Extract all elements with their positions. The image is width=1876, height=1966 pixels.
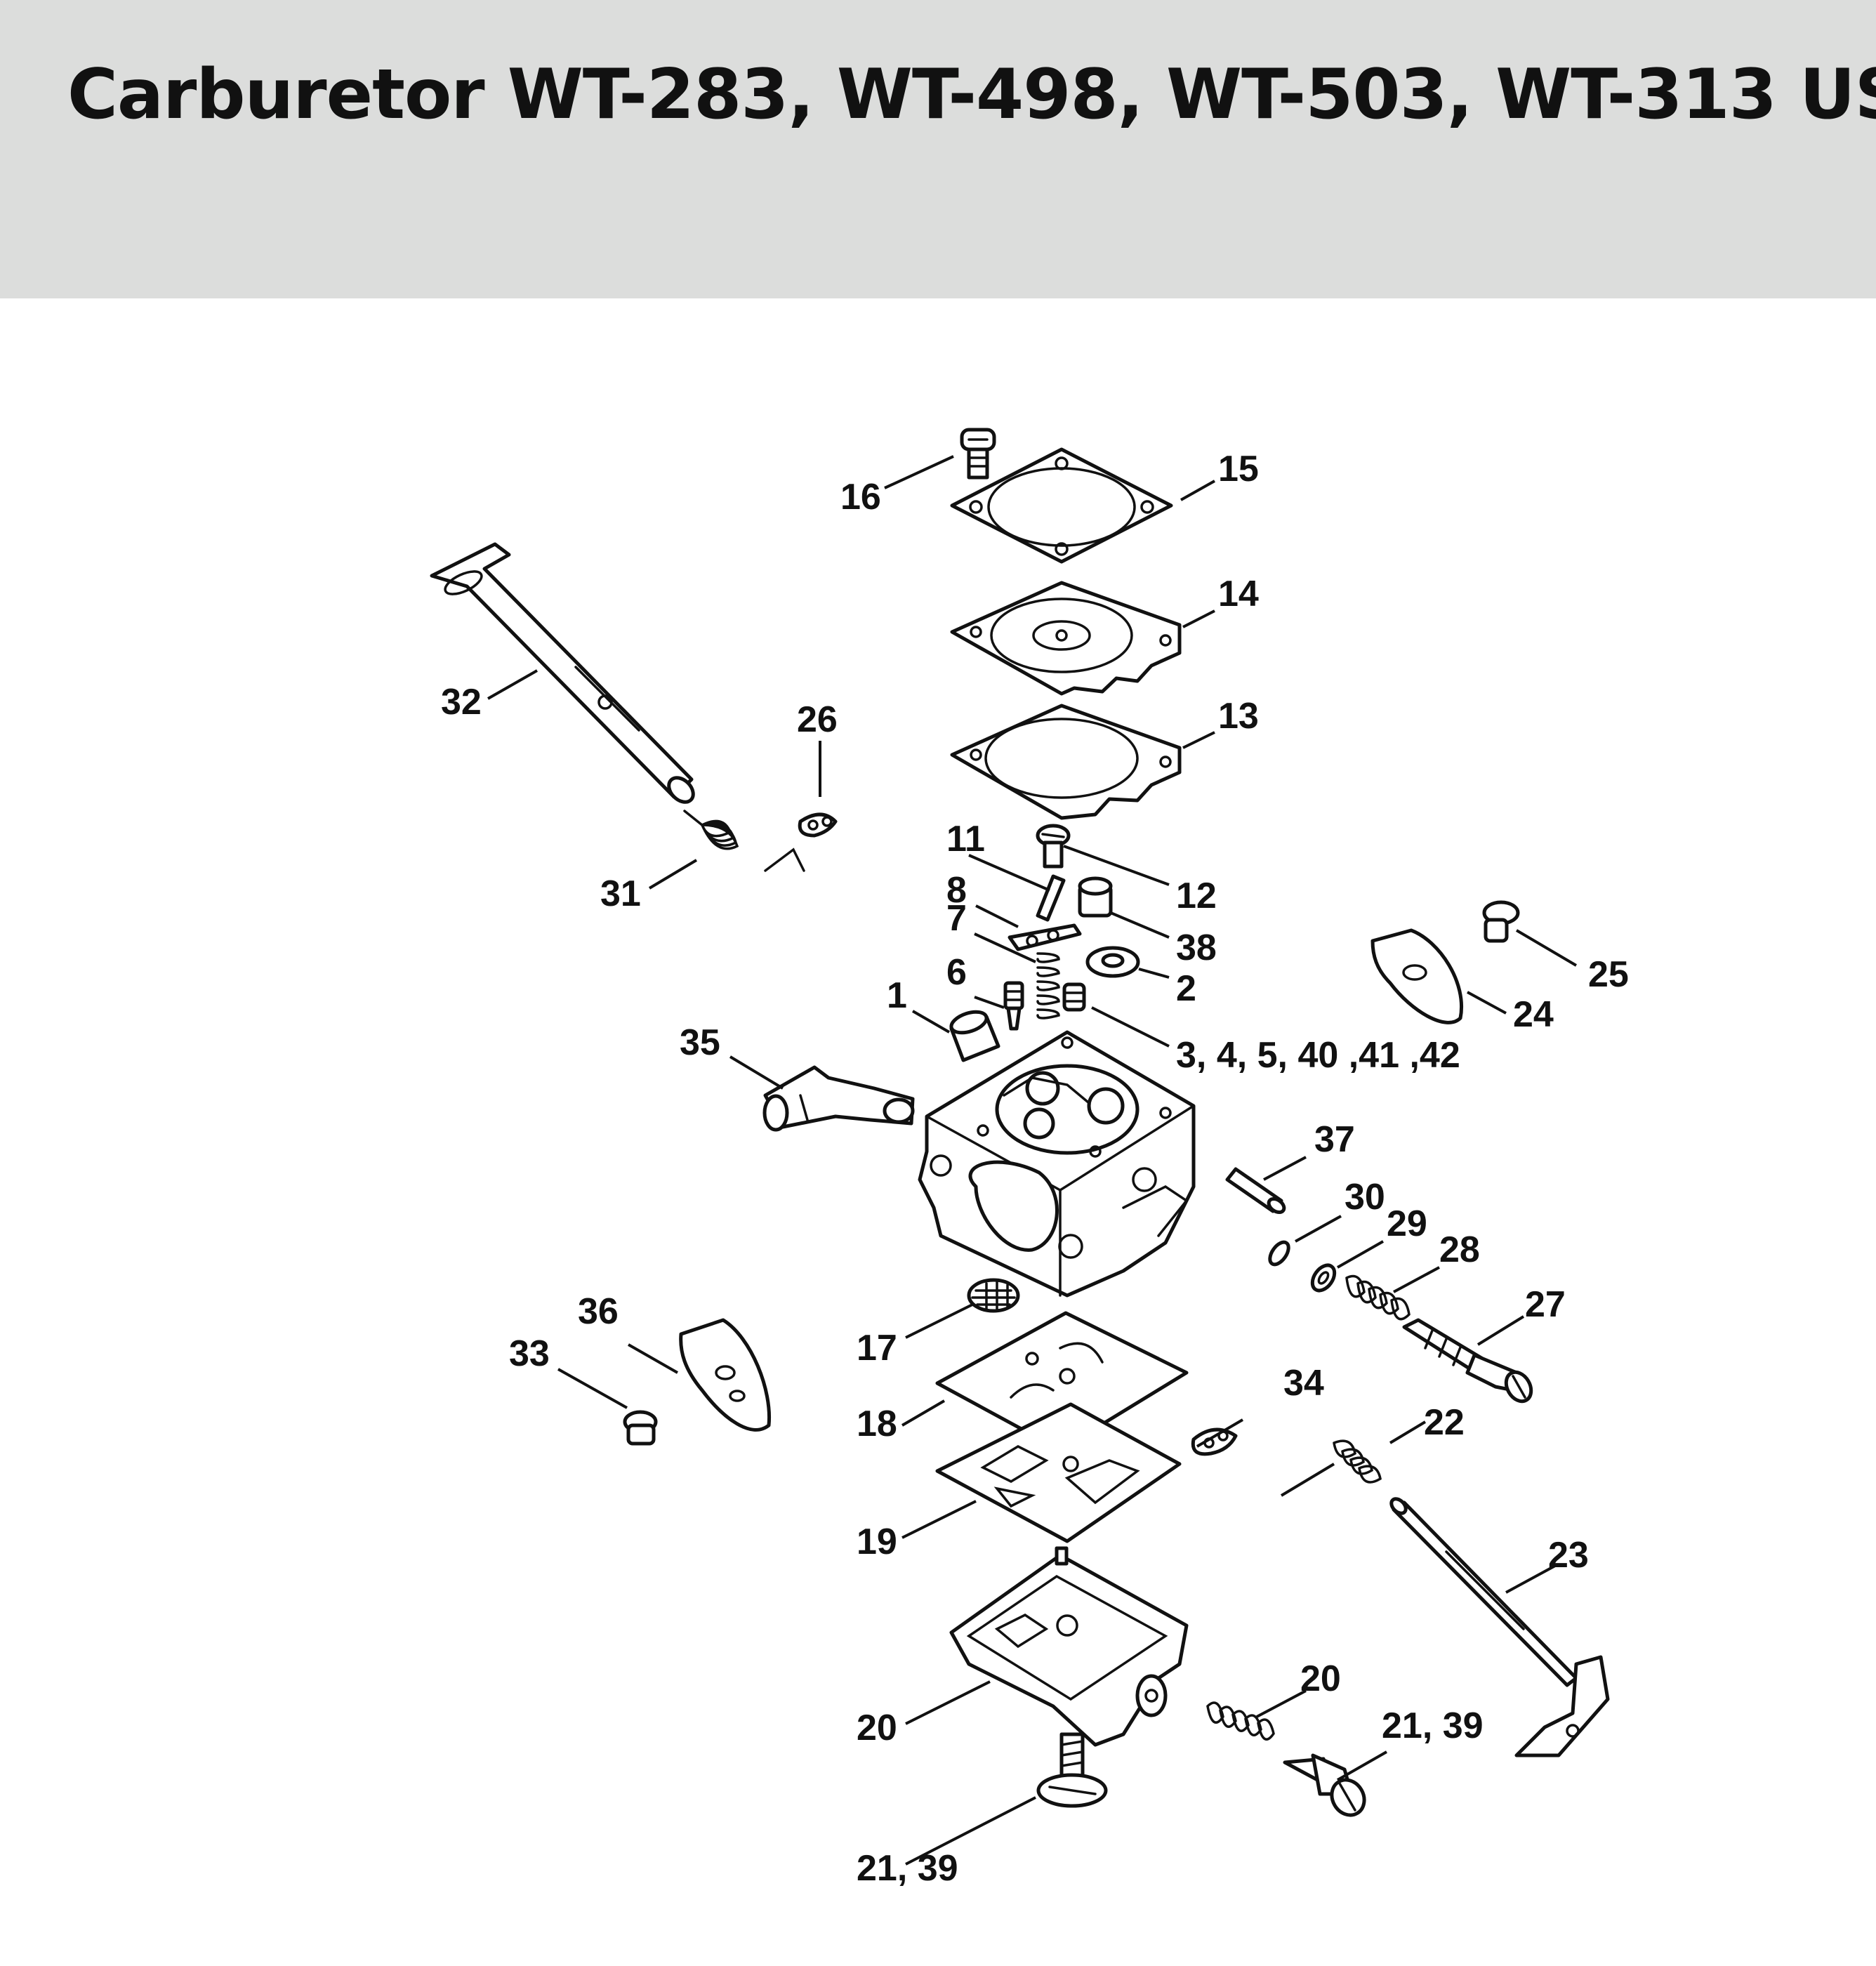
part-10-screw: [1036, 824, 1071, 869]
callout-33: 33: [509, 1333, 550, 1374]
callout-11: 13: [1218, 696, 1259, 737]
part-36-plate: [679, 1318, 772, 1432]
callout-35: 35: [680, 1022, 720, 1063]
callout-13: 15: [1218, 449, 1259, 489]
part-17-gasket: [935, 1402, 1182, 1543]
part-23-shaft: [1389, 1497, 1610, 1757]
part-24-plate: [1370, 928, 1463, 1024]
part-7-spring: [1036, 952, 1060, 1020]
part-8-lever: [1008, 923, 1082, 951]
callout-12: 14: [1218, 574, 1259, 614]
callout-labels: 16 15 14 13 12 11 8 38 7 2 6 3, 4, 5, 40…: [441, 449, 1629, 1889]
callout-8: 8: [946, 870, 967, 911]
callout-22: 22: [1424, 1402, 1465, 1443]
part-13-cover: [950, 447, 1173, 564]
part-9-pin: [1036, 874, 1066, 922]
part-12-diaphragm: [950, 581, 1182, 696]
part-34-clip: [1191, 1427, 1238, 1456]
callout-16: 18: [857, 1404, 897, 1444]
callout-17: 19: [857, 1522, 897, 1562]
part-28-spring: [1345, 1274, 1411, 1321]
part-29-washer: [1310, 1263, 1337, 1293]
header-bar: Carburetor WT-283, WT-498, WT-503, WT-31…: [0, 0, 1876, 298]
part-18-pump-cover: [949, 1546, 1189, 1747]
part-30-o-ring: [1268, 1240, 1290, 1267]
callout-19: 21, 39: [857, 1848, 958, 1889]
part-25-screw: [1482, 900, 1520, 943]
part-37-pin: [1225, 1167, 1286, 1215]
part-11-gasket: [950, 704, 1182, 820]
callout-9: 11: [946, 819, 985, 859]
part-15-screen: [967, 1278, 1020, 1313]
leader-lines: [487, 455, 1578, 1866]
part-16-gasket: [935, 1311, 1189, 1452]
callout-3: 3, 4, 5, 40 ,41 ,42: [1176, 1035, 1460, 1076]
callout-24: 24: [1513, 994, 1554, 1035]
callout-36: 36: [578, 1291, 619, 1332]
callout-27: 27: [1525, 1284, 1566, 1325]
callout-28: 28: [1439, 1229, 1480, 1270]
callout-38: 38: [1176, 928, 1217, 968]
callout-7: 7: [946, 898, 967, 939]
part-35-fitting: [762, 1065, 915, 1132]
part-20-spring: [1206, 1701, 1275, 1741]
callout-37: 37: [1314, 1119, 1355, 1160]
callout-10: 12: [1176, 876, 1217, 916]
callout-20: 20: [1300, 1658, 1341, 1699]
callout-34: 34: [1283, 1363, 1324, 1404]
callout-26: 26: [797, 699, 838, 740]
callout-1: 1: [887, 975, 907, 1016]
callout-6: 6: [946, 952, 967, 993]
callout-2: 2: [1176, 968, 1196, 1009]
part-2-washer: [1085, 946, 1140, 978]
callout-32: 32: [441, 682, 482, 723]
callout-30: 30: [1345, 1177, 1385, 1218]
callout-29: 29: [1387, 1203, 1427, 1244]
part-27-screw: [1402, 1318, 1533, 1404]
part-32-shaft: [430, 542, 695, 804]
part-3-plug: [1062, 982, 1086, 1012]
part-6-needle: [1003, 981, 1024, 1031]
part-21-screw: [1283, 1753, 1366, 1817]
part-38-sleeve: [1078, 876, 1113, 918]
callout-25: 25: [1588, 954, 1629, 995]
page-title: Carburetor WT-283, WT-498, WT-503, WT-31…: [67, 55, 1876, 135]
callout-14: 16: [840, 477, 881, 517]
callout-31: 31: [600, 873, 641, 914]
callout-23: 23: [1548, 1535, 1589, 1576]
carburetor-body: [918, 1030, 1196, 1298]
part-1-cap: [949, 1010, 1000, 1062]
callout-15: 17: [857, 1328, 897, 1368]
callout-18: 20: [857, 1708, 897, 1748]
part-31-spring: [683, 810, 805, 872]
part-26-clip: [798, 812, 838, 838]
part-14-screw: [960, 428, 996, 480]
part-33-screw: [623, 1410, 658, 1446]
part-22-spring: [1333, 1439, 1382, 1484]
part-19-screw: [1036, 1732, 1108, 1808]
callout-21: 21, 39: [1382, 1706, 1484, 1746]
